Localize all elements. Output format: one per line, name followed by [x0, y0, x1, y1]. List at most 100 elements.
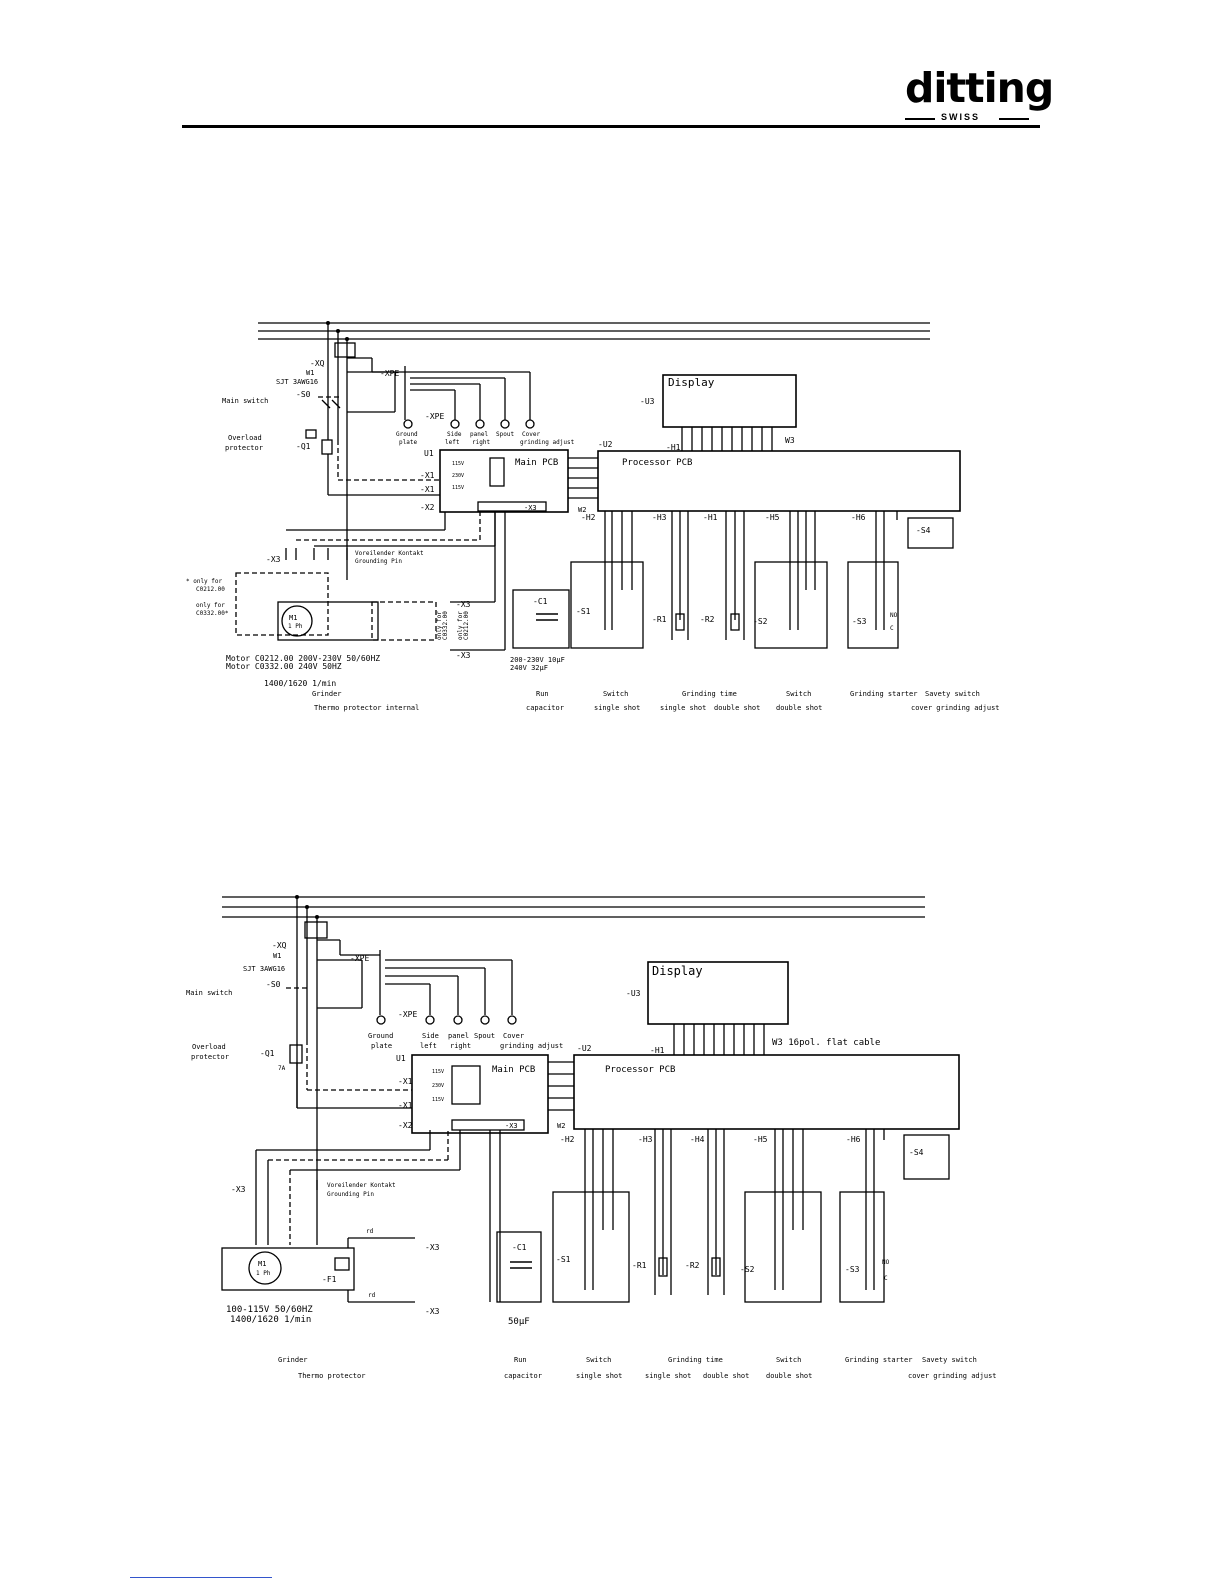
label-r2-2: -R2 [685, 1261, 700, 1270]
label-w2: W2 [578, 506, 586, 514]
w3-flat-cable-2 [673, 1024, 765, 1055]
switch-single-box [570, 561, 644, 649]
transformer [489, 457, 505, 487]
label-panel-2: right [472, 439, 490, 446]
motor-m1 [281, 605, 313, 637]
label-f1: -F1 [322, 1275, 337, 1284]
label-x1-a: -X1 [420, 471, 435, 480]
label-panel-2-2: right [450, 1042, 471, 1050]
label-processor-2: Processor PCB [605, 1065, 675, 1075]
label-xpe-mid-2: -XPE [398, 1010, 417, 1019]
label-cable-2: SJT 3AWG16 [243, 965, 285, 973]
capacitor-box [512, 589, 570, 649]
label-vorei-2: Voreilender Kontakt [327, 1182, 396, 1189]
label-w2-2: W2 [557, 1122, 565, 1130]
label-u1-2: U1 [396, 1054, 406, 1063]
label-r2: -R2 [700, 615, 715, 624]
capacitor-box-2 [496, 1231, 542, 1303]
caption-gt-1-2: Grinding time [668, 1356, 723, 1364]
label-panel-1-2: panel [448, 1032, 469, 1040]
grinding-starter-box [847, 561, 899, 649]
caption-sw2-1-2: Switch [776, 1356, 801, 1364]
brand-name: ditting [905, 64, 1054, 112]
label-cap-50: 50µF [508, 1317, 530, 1327]
label-ground-1: Ground [396, 431, 418, 438]
w3-flat-cable [681, 427, 773, 451]
label-cap-1: 200-230V 10µF [510, 656, 565, 664]
caption-thermo-2: Thermo protector [298, 1372, 365, 1380]
display-box [662, 374, 797, 428]
switch-double-box-2 [744, 1191, 822, 1303]
label-w3: W3 [785, 436, 795, 445]
r1-resistor [675, 613, 685, 631]
label-w3-2: W3 16pol. flat cable [772, 1038, 880, 1048]
label-u3: -U3 [640, 397, 655, 406]
label-ph-2: 1 Ph [256, 1270, 271, 1277]
label-rpm-2: 1400/1620 1/min [230, 1315, 311, 1325]
label-x3-6-2: -X3 [425, 1307, 440, 1316]
label-x3-left-2: -X3 [231, 1185, 246, 1194]
footer-link-underline[interactable] [130, 1577, 272, 1578]
label-r1-2: -R1 [632, 1261, 647, 1270]
motor-housing [277, 601, 379, 641]
main-pcb-box-2 [411, 1054, 549, 1134]
switch-single-box-2 [552, 1191, 630, 1303]
label-side-2: left [445, 439, 460, 446]
processor-outputs [604, 511, 898, 640]
q1-device [321, 439, 333, 455]
ground-symbols-2 [376, 1015, 517, 1025]
r2-resistor-2 [711, 1257, 721, 1277]
caption-sw2-2: double shot [776, 704, 822, 712]
ground-symbols [403, 419, 535, 429]
label-only-for-2b: C0332.00* [196, 610, 229, 617]
label-u1: U1 [424, 449, 434, 458]
label-c1-2: -C1 [512, 1243, 527, 1252]
label-c-2: C [884, 1275, 888, 1282]
label-h2-2: -H2 [560, 1135, 575, 1144]
label-display-2: Display [652, 964, 703, 978]
brand-bar-left [905, 118, 935, 120]
caption-grinder-2: Grinder [278, 1356, 308, 1364]
label-x1-b-2: -X1 [398, 1101, 413, 1110]
label-side-2-2: left [420, 1042, 437, 1050]
label-x1-b: -X1 [420, 485, 435, 494]
label-panel-1: panel [470, 431, 488, 438]
processor-pcb-box [597, 450, 961, 512]
label-no-2: NO [882, 1259, 890, 1266]
label-grounding: Grounding Pin [355, 558, 402, 565]
label-h5: -H5 [765, 513, 780, 522]
label-230v-2: 230V [432, 1083, 444, 1089]
label-q1: -Q1 [296, 442, 311, 451]
caption-gs: Grinding starter [850, 690, 917, 698]
header-rule [182, 125, 1040, 128]
label-no: NO [890, 612, 898, 619]
label-cover-2-2: grinding adjust [500, 1042, 563, 1050]
label-main-pcb: Main PCB [515, 458, 558, 468]
label-h1-2: -H1 [650, 1046, 665, 1055]
label-s4: -S4 [916, 526, 931, 535]
label-c1: -C1 [533, 597, 548, 606]
label-vorei: Voreilender Kontakt [355, 550, 424, 557]
label-115v-a: 115V [452, 461, 464, 467]
label-only-for-1: * only for [186, 578, 223, 585]
caption-run-1-2: Run [514, 1356, 527, 1364]
wiring-diagram-230v: -XQ W1 SJT 3AWG16 Main switch -S0 Overlo… [186, 321, 1000, 712]
caption-sw2-2-2: double shot [766, 1372, 812, 1380]
label-overload-2: Overload [192, 1043, 226, 1051]
label-q1-val: 7A [278, 1065, 286, 1072]
label-u3-2: -U3 [626, 989, 641, 998]
label-xq-2: -XQ [272, 941, 287, 950]
label-115v-b-2: 115V [432, 1097, 444, 1103]
label-grounding-2: Grounding Pin [327, 1191, 374, 1198]
caption-sw2-1: Switch [786, 690, 811, 698]
label-m1-2: M1 [258, 1260, 266, 1268]
label-w1-2: W1 [273, 952, 281, 960]
label-protector-2: protector [191, 1053, 229, 1061]
caption-gs-2: Grinding starter [845, 1356, 912, 1364]
grinding-starter-box-2 [839, 1191, 885, 1303]
label-s0: -S0 [296, 390, 311, 399]
ditting-logo: ditting SWISS [905, 68, 1054, 124]
label-only-for-1b: C0212.00 [196, 586, 225, 593]
caption-grinder: Grinder [312, 690, 342, 698]
label-overload: Overload [228, 434, 262, 442]
